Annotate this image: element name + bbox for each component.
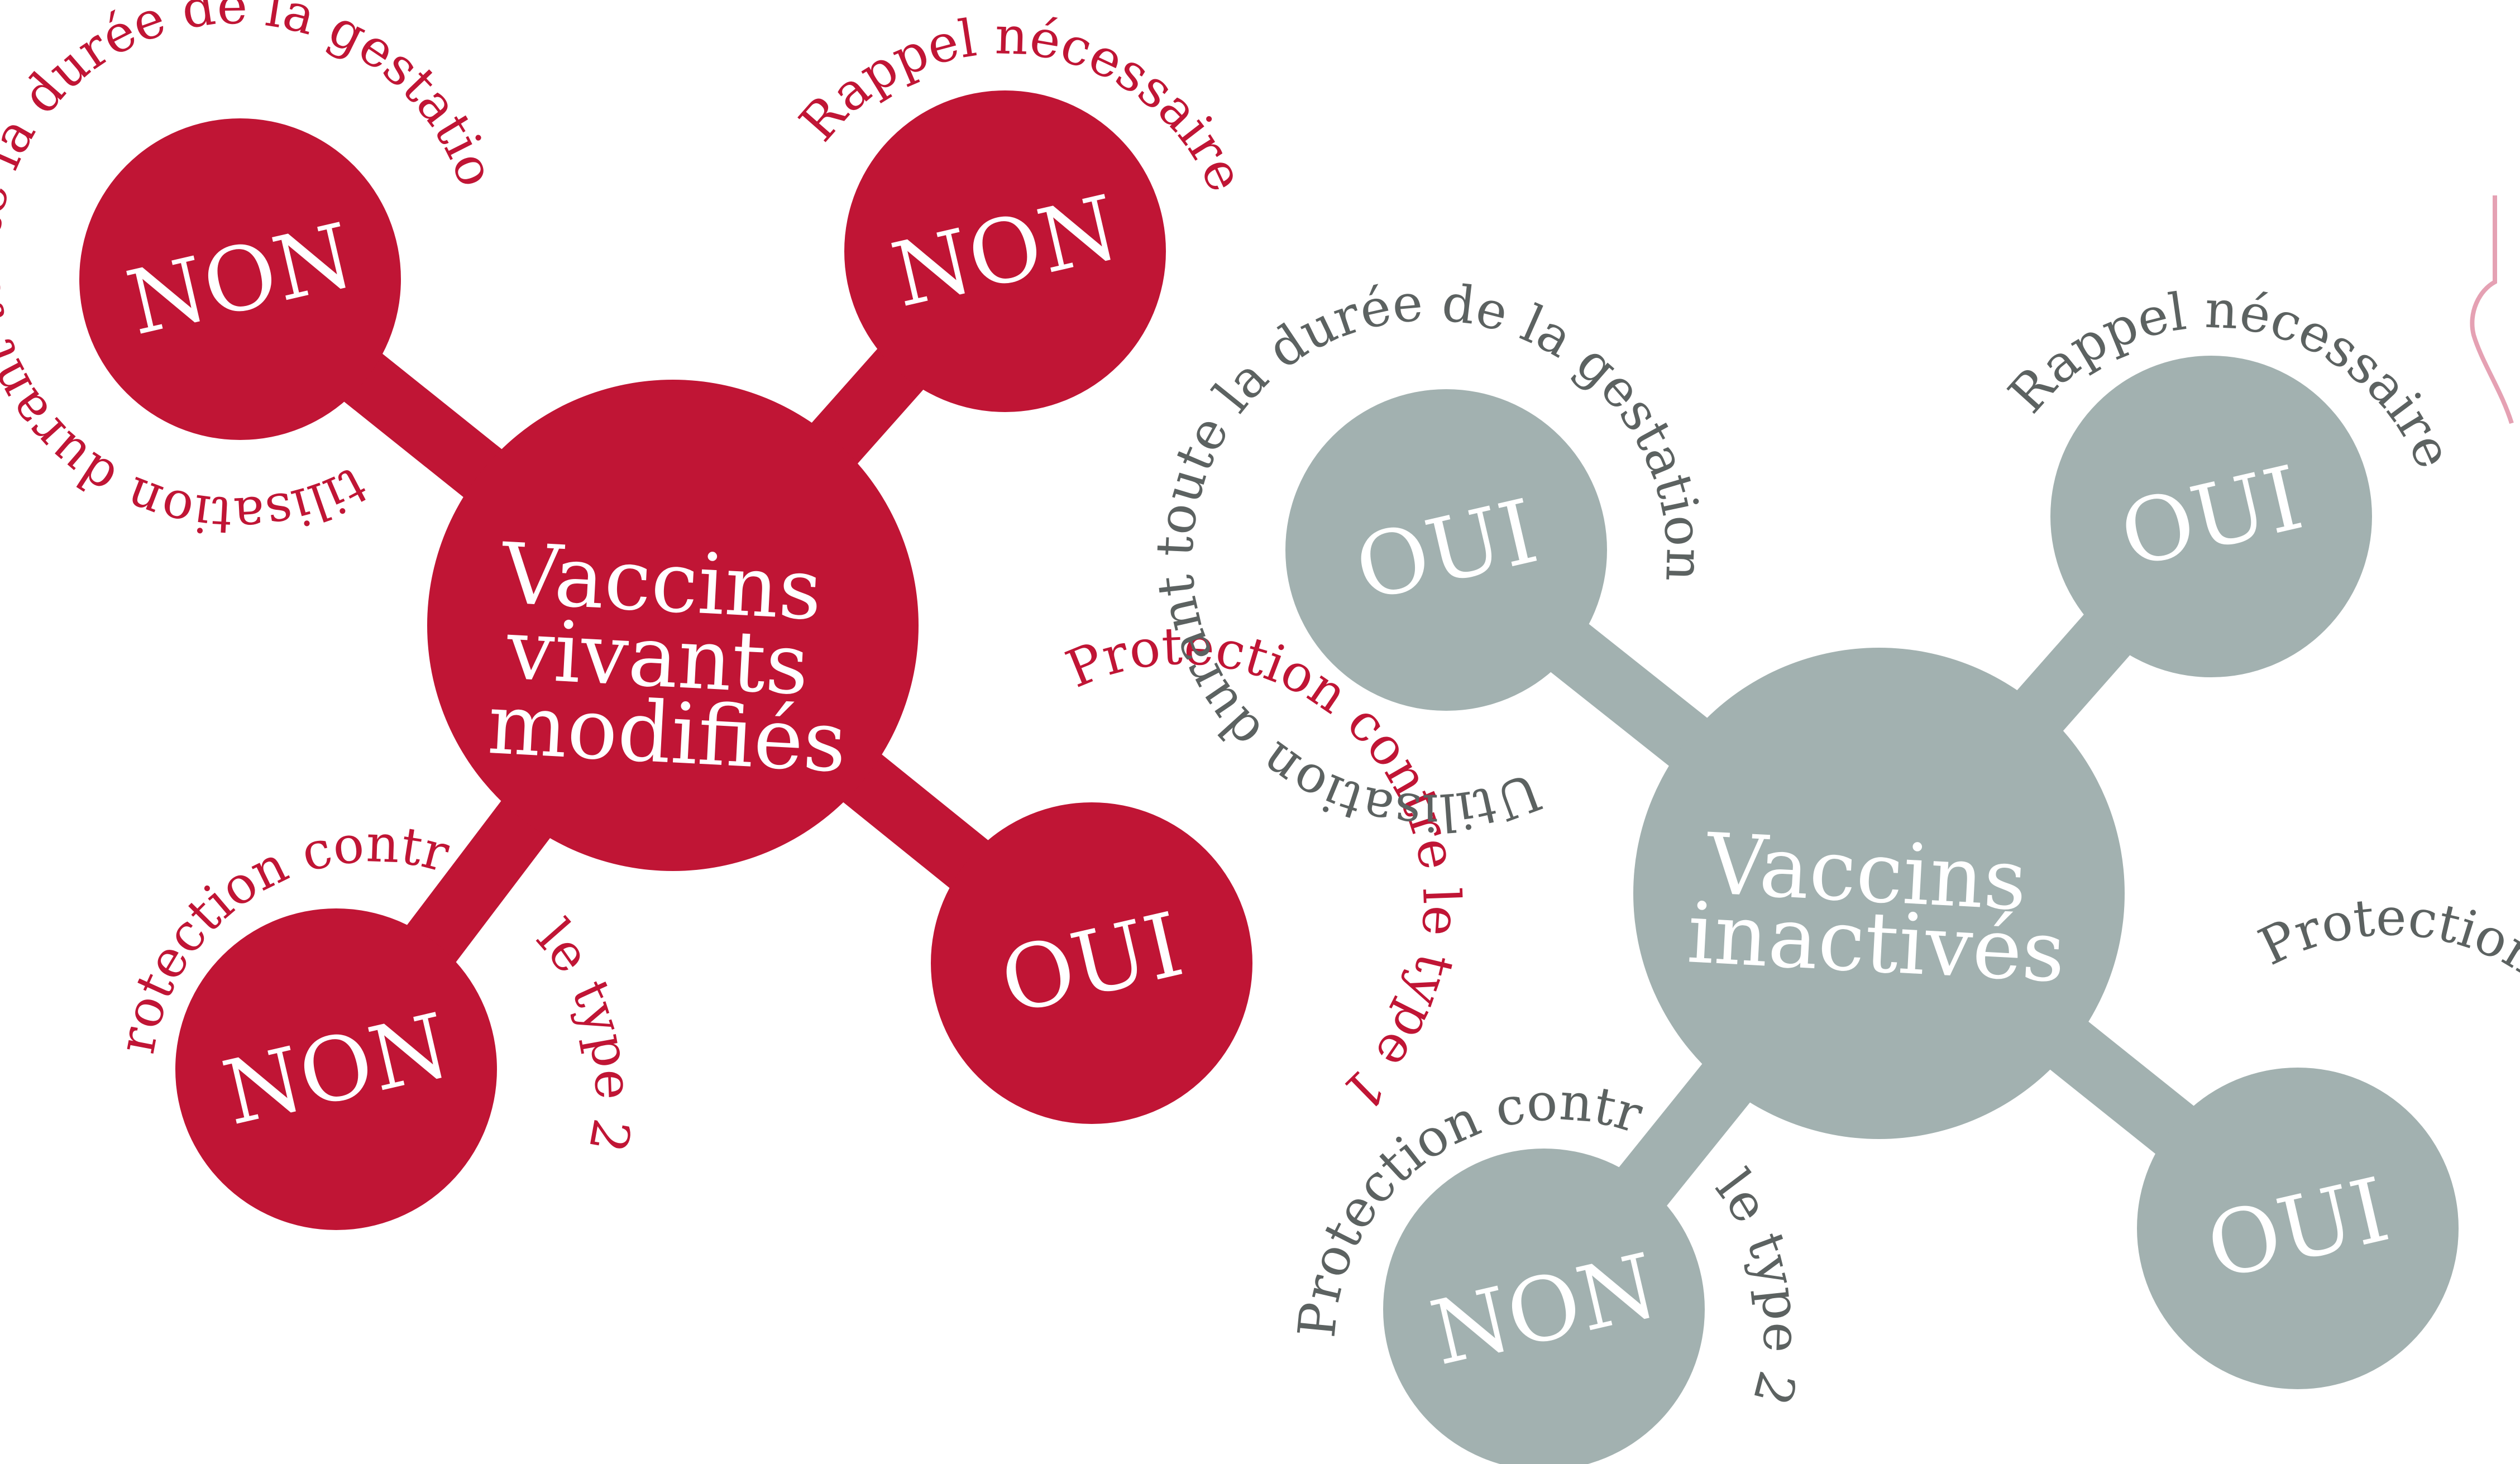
hub-live-line-2: vivants [504, 601, 811, 714]
node-booster-inactivated [2050, 356, 2372, 677]
node-type2-inactivated [1383, 1149, 1705, 1464]
live-vaccines-cluster: Vaccins vivants modifiés NON NON NON OUI… [0, 0, 1471, 1230]
edge-decoration-line [2470, 195, 2514, 424]
hub-live-line-3: modifiés [486, 676, 849, 791]
hub-live-vaccines [427, 380, 919, 871]
hub-inactivated-line-1: Vaccins [1703, 816, 2029, 930]
label-type2-live-line-2: le type 2 [525, 908, 643, 1157]
node-gestation-inactivated [1285, 389, 1607, 711]
label-type2-live-line-2-path: le type 2 [525, 908, 643, 1157]
hub-live-label: Vaccins vivants modifiés [486, 525, 857, 791]
label-type2-inactivated-line-2-path: le type 2 [1704, 1159, 1812, 1412]
hub-inactivated-label: Vaccins inactivés [1685, 815, 2071, 1001]
node-type1-live [931, 802, 1252, 1124]
hub-inactivated-line-2: inactivés [1685, 884, 2068, 1001]
node-booster-live [844, 90, 1166, 412]
label-type2-inactivated-line-2: le type 2 [1704, 1159, 1812, 1412]
hub-inactivated-vaccines [1633, 648, 2125, 1139]
node-gestation-live [79, 118, 401, 440]
node-type2-live [175, 908, 497, 1230]
node-type1-inactivated [2137, 1068, 2459, 1389]
hub-live-line-1: Vaccins [498, 525, 824, 639]
